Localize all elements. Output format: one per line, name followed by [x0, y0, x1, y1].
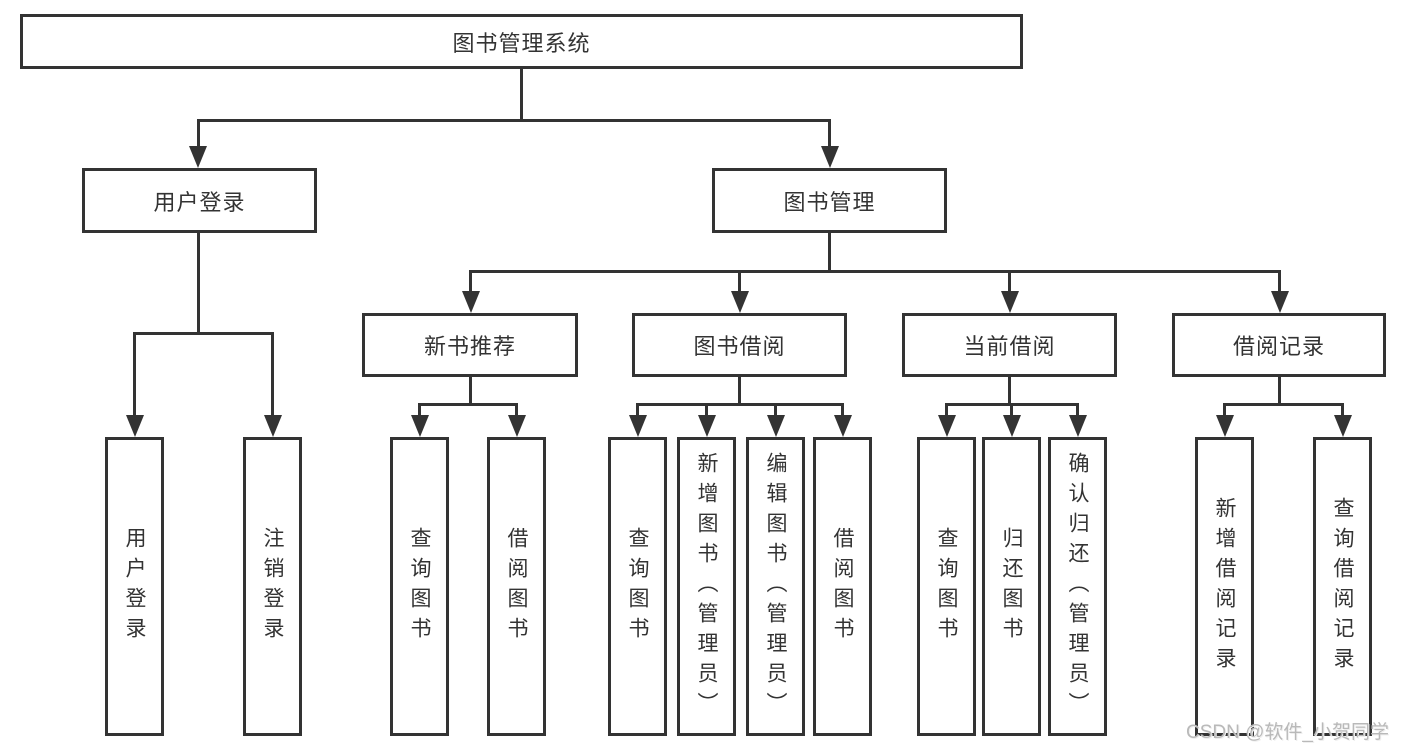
connector-borrowing-records-rail — [1223, 403, 1344, 406]
arrowhead-user-login — [189, 146, 207, 168]
connector-drop-new-book-recommend — [469, 270, 472, 294]
connector-drop-confirm-return-admin — [1076, 403, 1079, 417]
leaf-edit-books-admin: 编辑图书（管理员） — [746, 437, 805, 736]
connector-drop-query-borrow-record — [1341, 403, 1344, 417]
connector-user-login-rail — [133, 332, 274, 335]
node-label: 借阅记录 — [1232, 334, 1325, 359]
connector-drop-leaf-user-login — [133, 332, 136, 418]
leaf-label: 查询借阅记录 — [1331, 496, 1354, 677]
leaf-label: 新增图书（管理员） — [695, 451, 718, 722]
node-borrowing-records: 借阅记录 — [1172, 313, 1386, 377]
arrowhead-add-books-admin — [697, 415, 716, 437]
arrowhead-new-book-recommend — [461, 291, 480, 313]
leaf-query-books-borrowing: 查询图书 — [608, 437, 667, 736]
arrowhead-leaf-user-login — [125, 415, 144, 437]
node-book-borrowing: 图书借阅 — [632, 313, 847, 377]
node-user-login: 用户登录 — [82, 168, 317, 233]
arrowhead-edit-books-admin — [766, 415, 785, 437]
connector-drop-query-books-recommend — [418, 403, 421, 417]
node-book-management: 图书管理 — [712, 168, 947, 233]
leaf-label: 新增借阅记录 — [1213, 496, 1236, 677]
leaf-logout: 注销登录 — [243, 437, 302, 736]
node-label: 新书推荐 — [423, 334, 516, 359]
leaf-label: 查询图书 — [626, 526, 649, 647]
leaf-query-books-recommend: 查询图书 — [390, 437, 449, 736]
arrowhead-confirm-return-admin — [1068, 415, 1087, 437]
node-label: 图书管理系统 — [452, 30, 591, 56]
connector-drop-return-books — [1010, 403, 1013, 417]
connector-drop-book-borrowing — [738, 270, 741, 294]
connector-drop-query-books-borrowing — [636, 403, 639, 417]
arrowhead-query-books-recommend — [410, 415, 429, 437]
node-label: 用户登录 — [153, 189, 246, 215]
arrowhead-borrow-books-borrowing — [833, 415, 852, 437]
arrowhead-query-borrow-record — [1333, 415, 1352, 437]
connector-drop-edit-books-admin — [774, 403, 777, 417]
node-new-book-recommend: 新书推荐 — [362, 313, 578, 377]
leaf-add-borrow-record: 新增借阅记录 — [1195, 437, 1254, 736]
leaf-user-login: 用户登录 — [105, 437, 164, 736]
node-label: 图书借阅 — [693, 334, 786, 359]
arrowhead-borrow-books-recommend — [507, 415, 526, 437]
connector-book-management-rail — [469, 270, 1281, 273]
connector-drop-leaf-logout — [271, 332, 274, 418]
leaf-borrow-books-borrowing: 借阅图书 — [813, 437, 872, 736]
leaf-label: 编辑图书（管理员） — [764, 451, 787, 722]
node-label: 当前借阅 — [963, 334, 1056, 359]
arrowhead-book-management — [820, 146, 839, 168]
connector-drop-borrow-books-borrowing — [841, 403, 844, 417]
leaf-borrow-books-recommend: 借阅图书 — [487, 437, 546, 736]
arrowhead-return-books — [1002, 415, 1021, 437]
connector-borrowing-records-stem — [1278, 376, 1281, 406]
leaf-return-books: 归还图书 — [982, 437, 1041, 736]
leaf-confirm-return-admin: 确认归还（管理员） — [1048, 437, 1107, 736]
connector-drop-current-borrowing — [1008, 270, 1011, 294]
connector-drop-book-management — [828, 119, 831, 149]
connector-user-login-stem — [196, 232, 200, 335]
arrowhead-add-borrow-record — [1215, 415, 1234, 437]
leaf-label: 确认归还（管理员） — [1066, 451, 1089, 722]
leaf-query-borrow-record: 查询借阅记录 — [1313, 437, 1372, 736]
connector-new-book-recommend-rail — [418, 403, 518, 406]
connector-drop-add-borrow-record — [1223, 403, 1226, 417]
connector-current-borrowing-stem — [1008, 376, 1011, 406]
arrowhead-book-borrowing — [730, 291, 749, 313]
node-library-management-system: 图书管理系统 — [20, 14, 1023, 69]
leaf-label: 查询图书 — [935, 526, 958, 647]
connector-new-book-recommend-stem — [469, 376, 472, 406]
leaf-label: 用户登录 — [123, 526, 146, 647]
arrowhead-current-borrowing — [1000, 291, 1019, 313]
csdn-watermark: CSDN @软件_小贺同学 — [1186, 722, 1389, 743]
arrowhead-borrowing-records — [1270, 291, 1289, 313]
connector-book-borrowing-rail — [636, 403, 844, 406]
connector-root-stem — [519, 69, 523, 121]
connector-drop-add-books-admin — [705, 403, 708, 417]
leaf-label: 借阅图书 — [831, 526, 854, 647]
arrowhead-query-books-current — [937, 415, 956, 437]
connector-book-borrowing-stem — [738, 376, 741, 406]
node-label: 图书管理 — [783, 189, 876, 215]
arrowhead-query-books-borrowing — [628, 415, 647, 437]
connector-drop-user-login — [196, 119, 200, 149]
connector-drop-borrow-books-recommend — [515, 403, 518, 417]
leaf-label: 借阅图书 — [505, 526, 528, 647]
connector-root-rail — [196, 119, 831, 122]
arrowhead-leaf-logout — [263, 415, 282, 437]
node-current-borrowing: 当前借阅 — [902, 313, 1117, 377]
connector-book-management-stem — [828, 233, 831, 273]
leaf-label: 查询图书 — [408, 526, 431, 647]
leaf-query-books-current: 查询图书 — [917, 437, 976, 736]
connector-drop-query-books-current — [945, 403, 948, 417]
leaf-label: 注销登录 — [261, 526, 284, 647]
leaf-label: 归还图书 — [1000, 526, 1023, 647]
leaf-add-books-admin: 新增图书（管理员） — [677, 437, 736, 736]
connector-drop-borrowing-records — [1278, 270, 1281, 294]
